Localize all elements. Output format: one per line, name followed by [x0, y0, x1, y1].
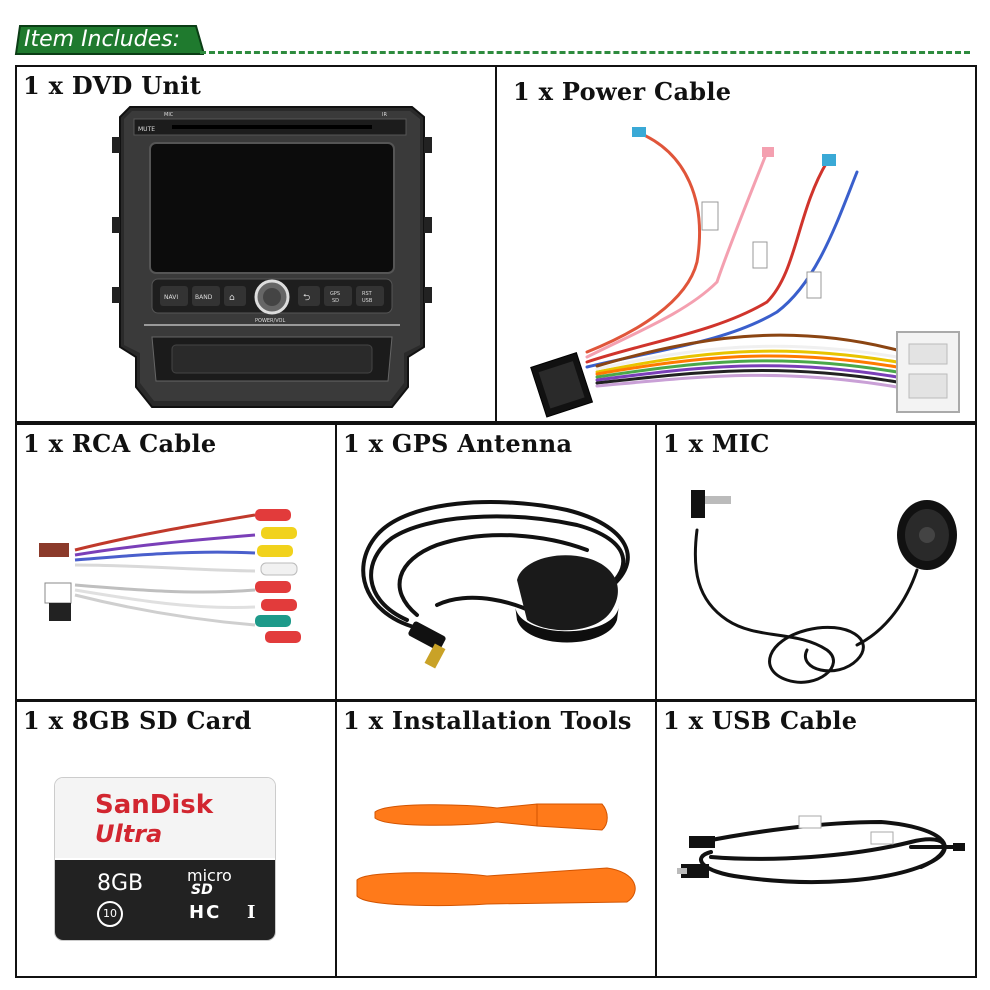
power-cable-image — [530, 127, 960, 418]
svg-text:RST: RST — [362, 291, 373, 297]
sd-hc-text: HC — [189, 902, 222, 923]
sd-line-text: Ultra — [95, 820, 163, 848]
item-sd-card: 1 x 8GB SD Card SanDisk Ultra 8GB 10 mic… — [15, 700, 337, 978]
sd-sd-text: SD — [191, 882, 213, 898]
sd-roman-text: I — [247, 902, 256, 923]
svg-text:⮌: ⮌ — [303, 293, 310, 303]
item-label: 1 x MIC — [663, 429, 770, 458]
svg-text:IR: IR — [382, 112, 387, 118]
sd-capacity-text: 8GB — [97, 871, 144, 896]
gps-antenna-image — [361, 500, 630, 669]
svg-text:⌂: ⌂ — [229, 293, 235, 303]
header-banner-text: Item Includes: — [24, 27, 181, 52]
item-installation-tools: 1 x Installation Tools — [335, 700, 657, 978]
item-mic: 1 x MIC — [655, 423, 977, 701]
svg-text:NAVI: NAVI — [164, 294, 178, 301]
item-label: 1 x Installation Tools — [343, 706, 632, 735]
svg-text:GPS: GPS — [330, 291, 340, 297]
header-banner-shape — [14, 25, 204, 55]
svg-text:BAND: BAND — [195, 294, 213, 301]
item-dvd-unit: 1 x DVD Unit MUTE NAVI BAND ⌂ ⮌ GPS SD — [15, 65, 497, 423]
item-rca-cable: 1 x RCA Cable — [15, 423, 337, 701]
sd-micro-text: micro — [187, 866, 232, 885]
installation-tools-image — [356, 803, 636, 906]
item-label: 1 x GPS Antenna — [343, 429, 573, 458]
item-label: 1 x DVD Unit — [23, 71, 202, 100]
sd-class-badge: 10 — [97, 901, 123, 927]
item-usb-cable: 1 x USB Cable — [655, 700, 977, 978]
svg-text:MIC: MIC — [164, 112, 174, 118]
mute-button-label: MUTE — [138, 126, 155, 133]
usb-cable-image — [677, 815, 965, 884]
header-divider — [200, 51, 970, 54]
item-power-cable: 1 x Power Cable — [495, 65, 977, 423]
sd-brand-text: SanDisk — [95, 790, 214, 820]
sd-card-image: SanDisk Ultra 8GB 10 micro SD HC I — [55, 778, 275, 940]
mic-image — [691, 490, 957, 684]
item-gps-antenna: 1 x GPS Antenna — [335, 423, 657, 701]
item-label: 1 x Power Cable — [513, 77, 732, 106]
item-label: 1 x 8GB SD Card — [23, 706, 252, 735]
item-label: 1 x USB Cable — [663, 706, 858, 735]
svg-text:USB: USB — [362, 298, 373, 304]
svg-text:SD: SD — [332, 298, 339, 304]
dvd-unit-image: MUTE NAVI BAND ⌂ ⮌ GPS SD RST USB POWER/… — [112, 106, 432, 408]
item-label: 1 x RCA Cable — [23, 429, 217, 458]
rca-cable-image — [39, 509, 301, 643]
svg-text:POWER/VOL: POWER/VOL — [255, 318, 285, 324]
